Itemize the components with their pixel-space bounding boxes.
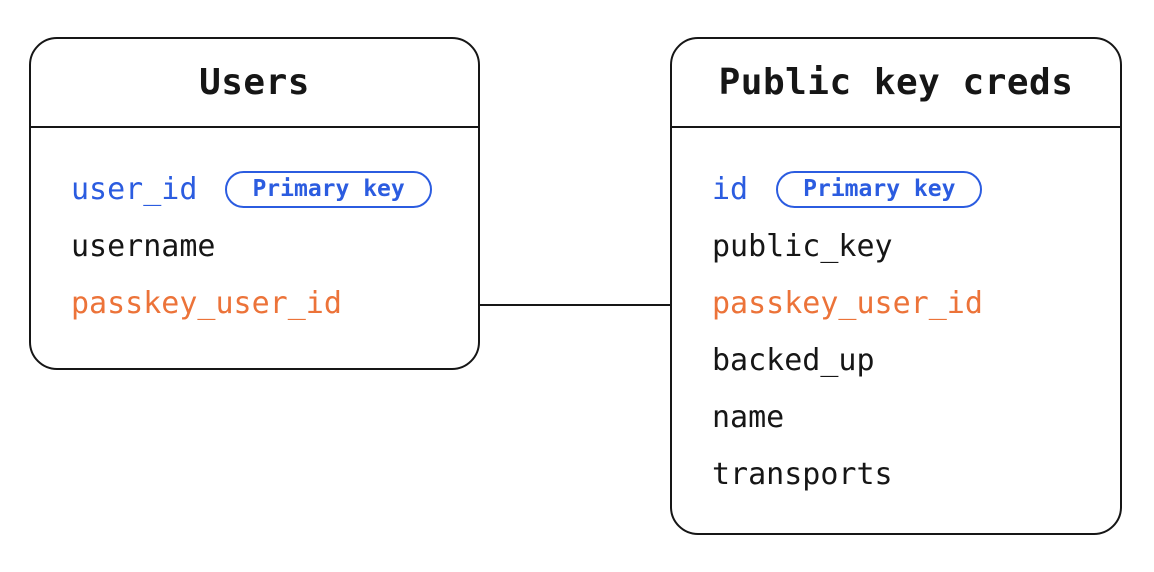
- table-public-key-creds-header: Public key creds: [672, 39, 1120, 128]
- field-name-backed-up: backed_up: [712, 343, 875, 378]
- primary-key-badge: Primary key: [776, 171, 983, 208]
- field-row-transports: transports: [712, 446, 1100, 503]
- table-public-key-creds-body: id Primary key public_key passkey_user_i…: [672, 128, 1120, 503]
- field-name-passkey-user-id: passkey_user_id: [71, 286, 342, 321]
- table-users-title: Users: [199, 62, 310, 103]
- field-row-username: username: [71, 218, 458, 275]
- table-users: Users user_id Primary key username passk…: [29, 37, 480, 370]
- table-public-key-creds: Public key creds id Primary key public_k…: [670, 37, 1122, 535]
- field-row-id: id Primary key: [712, 161, 1100, 218]
- primary-key-badge: Primary key: [225, 171, 432, 208]
- field-row-user-id: user_id Primary key: [71, 161, 458, 218]
- relationship-connector-line: [480, 304, 670, 306]
- field-name-public-key: public_key: [712, 229, 893, 264]
- field-name-id: id: [712, 172, 749, 207]
- field-row-backed-up: backed_up: [712, 332, 1100, 389]
- field-name-transports: transports: [712, 457, 893, 492]
- field-row-passkey-user-id: passkey_user_id: [71, 275, 458, 332]
- field-row-name: name: [712, 389, 1100, 446]
- field-name-username: username: [71, 229, 216, 264]
- table-users-body: user_id Primary key username passkey_use…: [31, 128, 478, 332]
- field-row-passkey-user-id: passkey_user_id: [712, 275, 1100, 332]
- table-users-header: Users: [31, 39, 478, 128]
- field-name-name: name: [712, 400, 785, 435]
- field-name-passkey-user-id: passkey_user_id: [712, 286, 983, 321]
- field-name-user-id: user_id: [71, 172, 198, 207]
- table-public-key-creds-title: Public key creds: [718, 62, 1074, 103]
- field-row-public-key: public_key: [712, 218, 1100, 275]
